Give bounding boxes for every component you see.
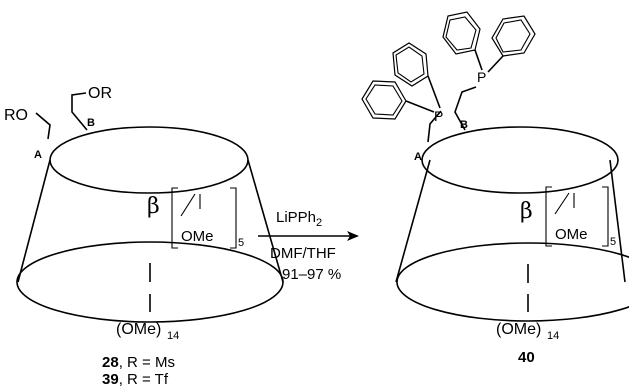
reactant-bottom-group: (OMe)	[116, 321, 161, 338]
solvent-label: DMF/THF	[270, 245, 336, 262]
p2-phenyl-bond-2	[487, 55, 504, 73]
reactant-bottom-count: 14	[167, 330, 179, 342]
reactant-bottom-rim	[16, 241, 284, 323]
phenyl-ring	[491, 15, 536, 57]
compound-label-28: 28, R = Ms	[102, 354, 175, 371]
product-right-bracket	[602, 186, 609, 247]
product-repeat-bond-1	[554, 192, 570, 215]
reaction-arrow-group: LiPPh2 DMF/THF 91–97 %	[258, 209, 359, 283]
product-left-bracket	[545, 186, 552, 247]
product-arm-b	[454, 86, 477, 131]
reactant-label-b: B	[87, 117, 95, 129]
reactant-right-bracket	[230, 187, 237, 249]
product-label-b: B	[460, 119, 468, 131]
yield-label: 91–97 %	[282, 266, 341, 283]
reactant-arm-b	[71, 92, 88, 131]
reactant-ro-label: RO	[4, 107, 28, 124]
product-repeat-count: 5	[610, 236, 616, 248]
product-label-a: A	[414, 151, 422, 163]
reactant-cyclodextrin: RO OR A B β OMe 5 (OMe) 14 28, R = Ms 39…	[4, 85, 284, 387]
product-top-rim	[421, 126, 619, 194]
product-beta-symbol: β	[520, 199, 533, 224]
reactant-cone-right-side	[247, 159, 284, 283]
reagent-label: LiPPh2	[276, 209, 322, 229]
reaction-arrow-head	[347, 231, 359, 241]
reactant-top-rim	[49, 126, 249, 194]
p1-phenyl-bond-2	[427, 75, 441, 109]
reactant-cone-left-side	[17, 159, 51, 283]
compound-label-39: 39, R = Tf	[102, 371, 169, 387]
reactant-repeat-count: 5	[238, 237, 244, 249]
compound-label-40: 40	[518, 349, 535, 366]
product-cyclodextrin: P P A B β OMe 5	[361, 11, 629, 366]
reactant-left-bracket	[171, 187, 178, 249]
reactant-or-label: OR	[88, 85, 112, 102]
product-phosphorus-1: P	[434, 108, 443, 124]
product-phosphorus-2: P	[477, 69, 486, 85]
product-bottom-group: (OMe)	[496, 321, 541, 338]
product-cone-left-side	[395, 159, 431, 283]
phenyl-ring	[361, 80, 407, 120]
reactant-beta-symbol: β	[147, 194, 160, 219]
phenyl-ring	[442, 11, 481, 55]
product-cone-right-side	[609, 159, 626, 283]
phenyl-ring	[392, 42, 429, 87]
product-bottom-rim	[396, 242, 629, 322]
p2-phenyl-bond-1	[474, 49, 483, 71]
reactant-label-a: A	[34, 149, 42, 161]
product-arm-a	[427, 110, 442, 143]
product-repeat-group: OMe	[555, 226, 588, 243]
p1-phenyl-bond-1	[405, 100, 435, 113]
reactant-arm-a	[35, 112, 51, 140]
reactant-repeat-bond-1	[180, 193, 196, 217]
reactant-repeat-group: OMe	[181, 228, 214, 245]
product-bottom-count: 14	[547, 330, 559, 342]
